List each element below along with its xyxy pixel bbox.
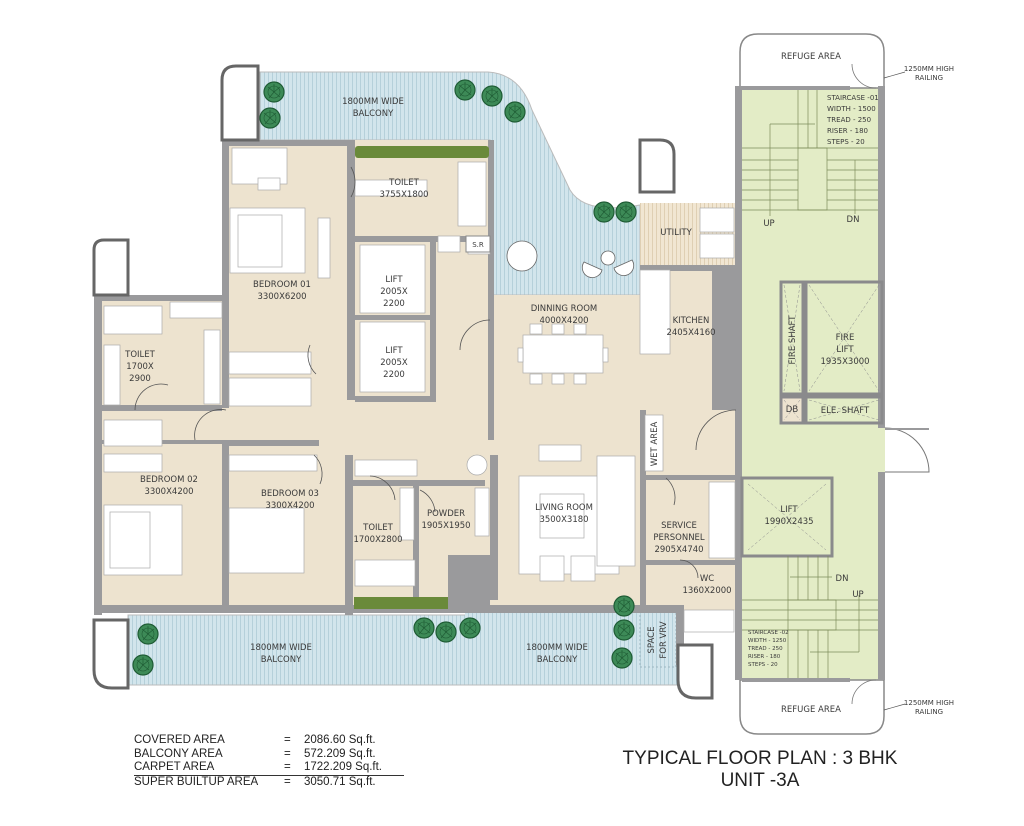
fire-lift-name-1: FIRE [836, 333, 855, 343]
balcony-top-label-1: 1800MM WIDE [342, 97, 404, 107]
plan-title-line-2: UNIT -3A [720, 770, 800, 791]
toilet-2-size1: 1700X [126, 362, 154, 372]
toilet-master-name: TOILET [388, 178, 419, 188]
plan-title: TYPICAL FLOOR PLAN : 3 BHK UNIT -3A [600, 748, 920, 792]
stair1-line-5: STEPS - 20 [827, 138, 865, 146]
area-row-balcony: BALCONY AREA = 572.209 Sq.ft. [134, 747, 376, 760]
stair1-line-1: STAIRCASE -01 [827, 94, 879, 102]
stair1-line-2: WIDTH - 1500 [827, 105, 876, 113]
wc-size: 1360X2000 [682, 586, 731, 596]
railing-bottom-1: 1250MM HIGH [904, 699, 954, 707]
stair2-line-2: WIDTH - 1250 [748, 638, 787, 644]
balcony-br-label-2: BALCONY [537, 655, 578, 665]
balcony-bl-label-2: BALCONY [261, 655, 302, 665]
powder-name: POWDER [427, 509, 465, 519]
service-size: 2905X4740 [654, 545, 703, 555]
railing-top-2: RAILING [915, 74, 943, 82]
stair1-up: UP [763, 219, 774, 229]
area-value: 3050.71 Sq.ft. [304, 775, 376, 788]
stair2-up: UP [852, 590, 863, 600]
lift-2-size1: 2005X [380, 358, 408, 368]
stair2-line-3: TREAD - 250 [747, 646, 783, 652]
balcony-chairs [506, 240, 635, 278]
toilet-2-size2: 2900 [129, 374, 151, 384]
stair1-dn: DN [847, 215, 860, 225]
ac-ledges [92, 64, 714, 700]
railing-bottom-2: RAILING [915, 708, 943, 716]
lift-1-size1: 2005X [380, 287, 408, 297]
bedroom-03-size: 3300X4200 [265, 501, 314, 511]
area-value: 2086.60 Sq.ft. [304, 734, 376, 746]
area-value: 572.209 Sq.ft. [304, 747, 376, 760]
stair2-line-1: STAIRCASE -02 [748, 630, 789, 636]
area-label: SUPER BUILTUP AREA [134, 775, 259, 788]
stair1-line-3: TREAD - 250 [826, 116, 871, 124]
toilet-2-name: TOILET [124, 350, 155, 360]
lift-2-name: LIFT [385, 346, 403, 356]
ele-shaft-label: ELE. SHAFT [821, 406, 870, 416]
area-row-covered: COVERED AREA = 2086.60 Sq.ft. [134, 734, 376, 746]
kitchen-name: KITCHEN [673, 316, 710, 326]
core-lift-name: LIFT [780, 505, 798, 515]
bedroom-02-size: 3300X4200 [144, 487, 193, 497]
area-row-carpet: CARPET AREA = 1722.209 Sq.ft. [134, 761, 404, 776]
toilet-3-name: TOILET [362, 523, 393, 533]
dining-name: DINNING ROOM [531, 304, 598, 314]
area-summary: COVERED AREA = 2086.60 Sq.ft. BALCONY AR… [134, 734, 404, 789]
planter-bottom [354, 597, 448, 609]
balcony-top-label-2: BALCONY [353, 109, 394, 119]
fire-shaft-label: FIRE SHAFT [788, 315, 798, 365]
core-labels: REFUGE AREA REFUGE AREA 1250MM HIGH RAIL… [747, 52, 954, 716]
balcony-bl-label-1: 1800MM WIDE [250, 643, 312, 653]
toilet-master-size: 3755X1800 [379, 190, 428, 200]
lift-1-name: LIFT [385, 275, 403, 285]
stair2-line-5: STEPS - 20 [748, 662, 778, 668]
db-label: DB [786, 405, 799, 415]
door-swings [134, 166, 737, 579]
area-label: BALCONY AREA [134, 747, 223, 760]
area-label: COVERED AREA [134, 734, 225, 746]
vrv-label-1: SPACE [647, 627, 657, 654]
core-area [735, 33, 930, 735]
fire-lift-size: 1935X3000 [820, 357, 869, 367]
furniture [103, 147, 736, 633]
area-row-super-builtup: SUPER BUILTUP AREA = 3050.71 Sq.ft. [134, 775, 376, 788]
planter-top [355, 146, 489, 158]
powder-size: 1905X1950 [421, 521, 470, 531]
living-name: LIVING ROOM [535, 503, 593, 513]
area-label: CARPET AREA [134, 761, 215, 773]
stair2-line-4: RISER - 180 [748, 654, 781, 660]
plan-title-line-1: TYPICAL FLOOR PLAN : 3 BHK [622, 748, 898, 769]
core-lift-size: 1990X2435 [764, 517, 813, 527]
lift-1-size2: 2200 [383, 299, 405, 309]
toilet-3-size: 1700X2800 [353, 535, 402, 545]
kitchen-size: 2405X4160 [666, 328, 715, 338]
refuge-top-label: REFUGE AREA [781, 52, 841, 62]
refuge-bottom-label: REFUGE AREA [781, 705, 841, 715]
stair1-line-4: RISER - 180 [827, 127, 868, 135]
bedroom-01-name: BEDROOM 01 [253, 280, 311, 290]
bedroom-02-name: BEDROOM 02 [140, 475, 198, 485]
sr-box [465, 235, 491, 253]
service-name-2: PERSONNEL [653, 533, 705, 543]
living-size: 3500X3180 [539, 515, 588, 525]
utility-label: UTILITY [660, 228, 692, 238]
service-name-1: SERVICE [661, 521, 697, 531]
fire-lift-name-2: LIFT [836, 345, 854, 355]
dining-size: 4000X4200 [539, 316, 588, 326]
balcony-br-label-1: 1800MM WIDE [526, 643, 588, 653]
bedroom-01-size: 3300X6200 [257, 292, 306, 302]
stair2-dn: DN [836, 574, 849, 584]
sr-label: S.R [472, 241, 484, 249]
wet-area-label: WET AREA [650, 422, 660, 467]
lift-2-size2: 2200 [383, 370, 405, 380]
area-value: 1722.209 Sq.ft. [304, 761, 383, 773]
vrv-label-2: FOR VRV [659, 621, 669, 658]
wc-name: WC [700, 574, 714, 584]
bedroom-03-name: BEDROOM 03 [261, 489, 319, 499]
room-labels: 1800MM WIDE BALCONY TOILET 3755X1800 S.R… [124, 97, 731, 665]
railing-top-1: 1250MM HIGH [904, 65, 954, 73]
